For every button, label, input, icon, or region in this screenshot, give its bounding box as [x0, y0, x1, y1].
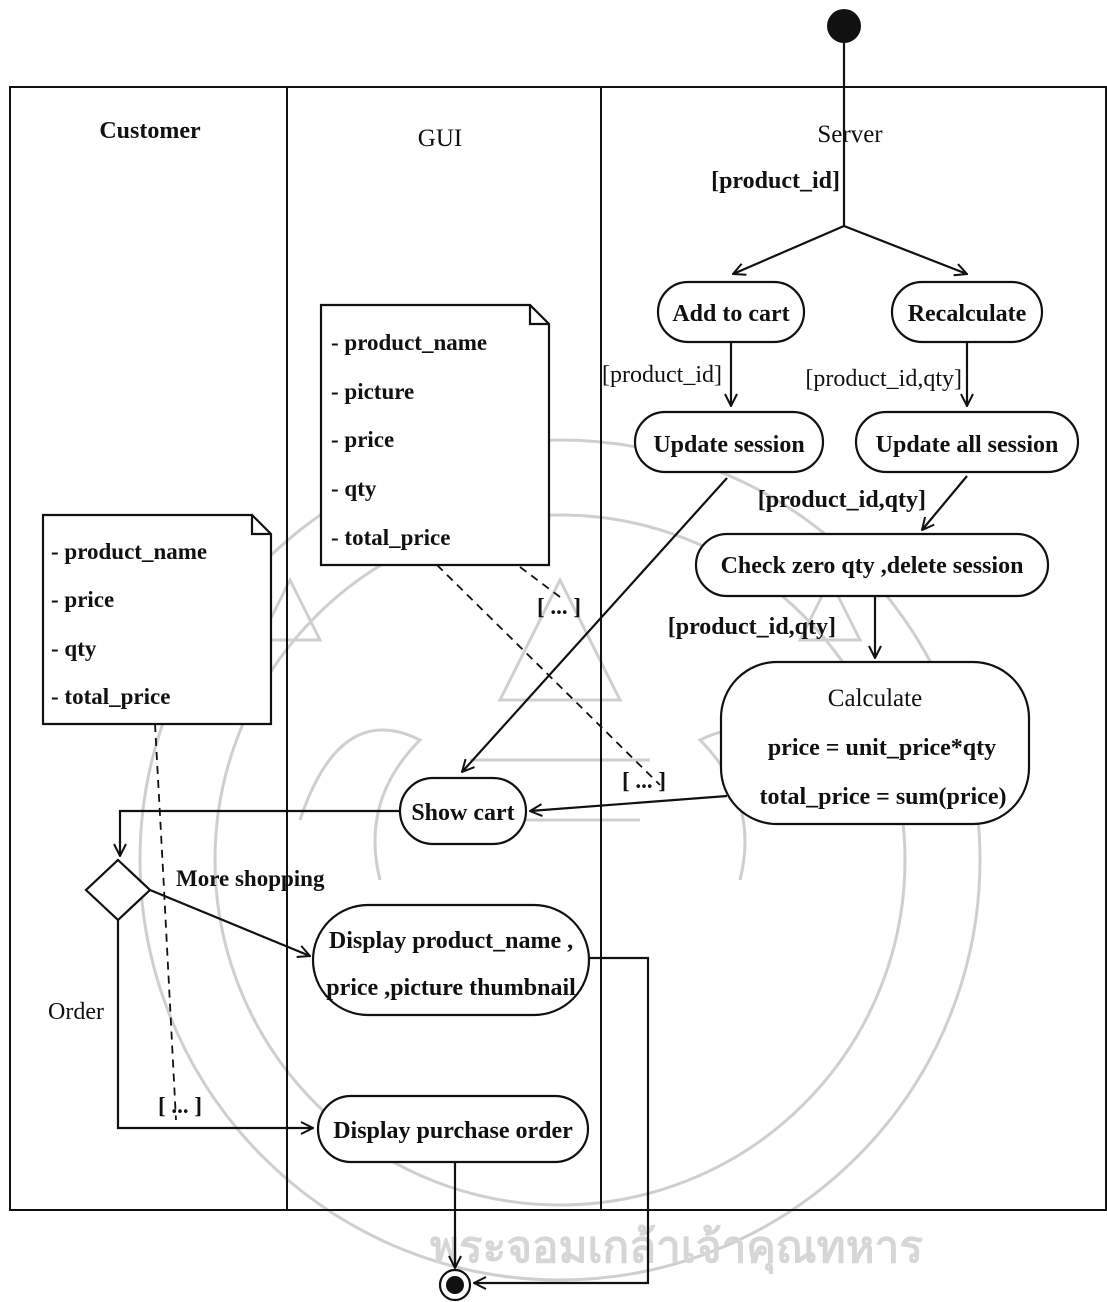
customer-note-item: - price	[51, 587, 114, 612]
guard-check-product-id-qty: [product_id,qty]	[668, 614, 836, 640]
gui-note-item: - price	[331, 427, 394, 452]
swimlane-frame	[9, 86, 1107, 1211]
action-add-to-cart-label: Add to cart	[672, 301, 789, 327]
gui-note-item: - product_name	[331, 330, 487, 355]
flow-to-add-to-cart	[733, 224, 845, 274]
flow-calculate-to-show-cart	[530, 794, 728, 811]
gui-note-link-1	[436, 564, 661, 786]
guard-gui-dots-2: [ ... ]	[622, 768, 666, 793]
action-calculate-label: Calculate	[828, 685, 922, 712]
customer-note-item: - product_name	[51, 539, 207, 564]
customer-note-fold	[250, 515, 271, 536]
customer-note-item: - qty	[51, 636, 97, 661]
flow-decision-to-display-product	[149, 888, 310, 956]
gui-note-item: - qty	[331, 476, 377, 501]
guard-update-all-product-id-qty: [product_id,qty]	[758, 487, 926, 513]
action-display-purchase-order-label: Display purchase order	[333, 1118, 573, 1144]
customer-note-item: - total_price	[51, 684, 170, 709]
flow-show-cart-to-decision	[120, 809, 400, 856]
guard-customer-dots: [ ... ]	[158, 1093, 202, 1118]
flow-display-product-to-end	[474, 956, 650, 1283]
guard-start-product-id: [product_id]	[711, 168, 840, 194]
lane-title-server: Server	[817, 121, 883, 148]
gui-note-item: - picture	[331, 379, 414, 404]
action-display-product-label-2: price ,picture thumbnail	[326, 975, 576, 1001]
action-display-purchase-order	[316, 1094, 590, 1164]
customer-note-link	[154, 723, 177, 1121]
decision-more-shopping-label: More shopping	[176, 866, 325, 891]
action-update-all-session-label: Update all session	[876, 432, 1059, 458]
guard-recalc-product-id-qty: [product_id,qty]	[805, 366, 962, 392]
action-check-zero-qty-label: Check zero qty ,delete session	[721, 553, 1024, 579]
action-recalculate-label: Recalculate	[908, 301, 1027, 327]
action-update-all-session	[854, 410, 1080, 474]
flow-update-session-to-show-cart	[462, 477, 728, 772]
decision-order-label: Order	[48, 999, 104, 1025]
action-display-product	[311, 903, 591, 1017]
start-node	[827, 9, 861, 43]
flow-update-all-to-check	[922, 475, 968, 530]
flow-to-recalculate	[843, 224, 967, 274]
lane-title-gui: GUI	[418, 125, 462, 152]
gui-note-fold	[528, 305, 549, 326]
guard-gui-dots: [ ... ]	[537, 594, 581, 619]
action-check-zero-qty	[694, 532, 1050, 598]
action-calculate	[719, 660, 1031, 826]
end-node-inner	[446, 1276, 464, 1294]
customer-data-note	[41, 513, 273, 726]
guard-add-product-id: [product_id]	[602, 362, 722, 388]
action-update-session-label: Update session	[653, 432, 804, 458]
calculate-price-formula: price = unit_price*qty	[768, 735, 996, 761]
action-show-cart-label: Show cart	[411, 800, 514, 826]
flow-decision-to-purchase-order	[116, 920, 313, 1128]
watermark-text: พระจอมเกล้าเจ้าคุณทหาร	[430, 1222, 923, 1275]
action-display-product-label-1: Display product_name ,	[329, 928, 573, 954]
gui-note-item: - total_price	[331, 525, 450, 550]
gui-note-link-2	[519, 566, 561, 598]
gui-data-note	[319, 303, 551, 567]
action-update-session	[633, 410, 825, 474]
lane-title-customer: Customer	[99, 118, 201, 144]
calculate-total-formula: total_price = sum(price)	[760, 784, 1007, 810]
watermark-seal: พระจอมเกล้าเจ้าคุณทหาร	[138, 438, 982, 1282]
